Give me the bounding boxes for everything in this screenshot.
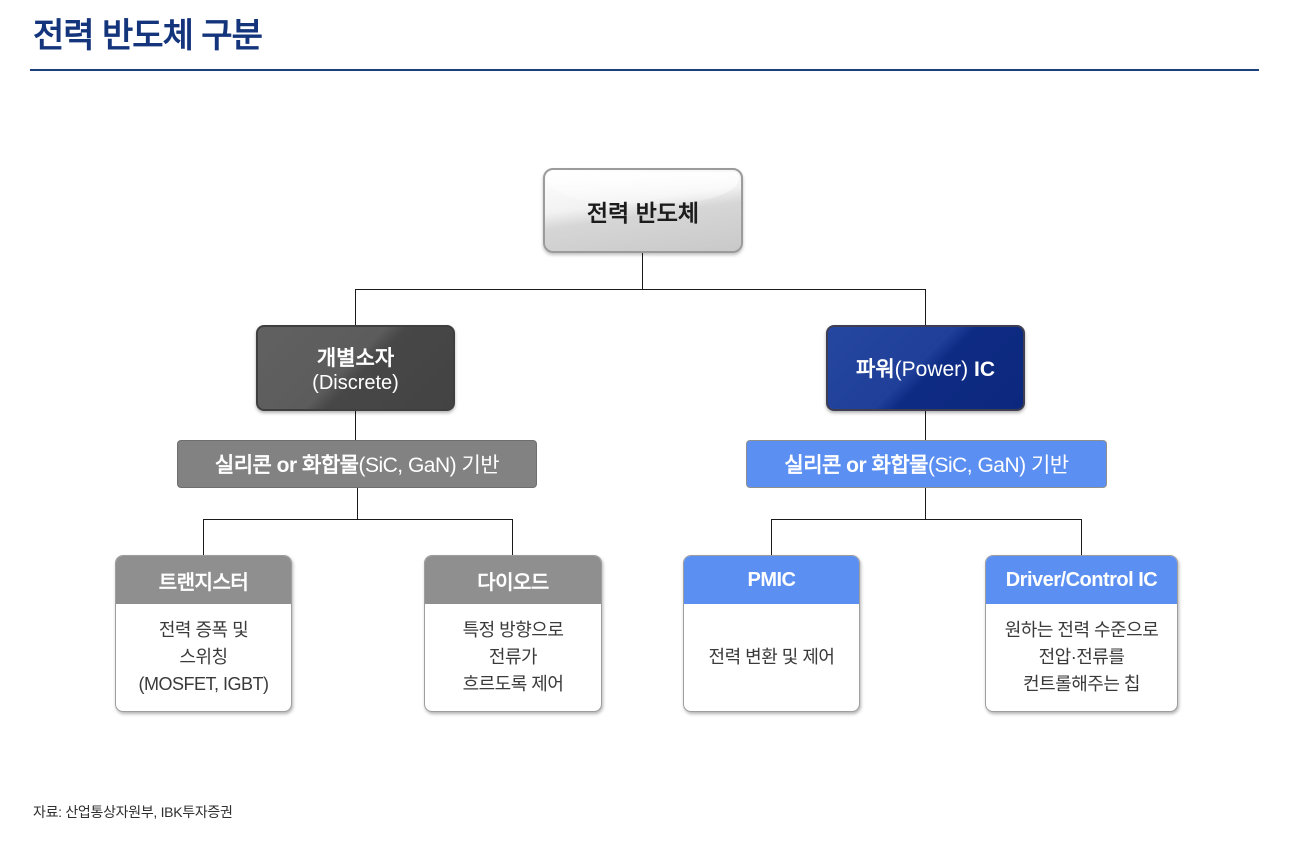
connector-right-to-bar <box>925 411 926 440</box>
connector-left-to-bar <box>355 411 356 440</box>
connector-leaf3-down <box>771 519 772 555</box>
connector-leaf2-down <box>512 519 513 555</box>
card-diode: 다이오드 특정 방향으로 전류가 흐르도록 제어 <box>424 555 602 712</box>
connector-left-bar-down <box>357 488 358 520</box>
card-pmic-body: 전력 변환 및 제어 <box>708 647 835 667</box>
node-power-semiconductor: 전력 반도체 <box>543 168 743 253</box>
bar-power-ic-material-label: 실리콘 or 화합물(SiC, GaN) 기반 <box>784 454 1069 477</box>
card-transistor: 트랜지스터 전력 증폭 및 스위칭 (MOSFET, IGBT) <box>115 555 292 712</box>
page-title: 전력 반도체 구분 <box>33 17 263 55</box>
bar-power-ic-material: 실리콘 or 화합물(SiC, GaN) 기반 <box>746 440 1107 488</box>
connector-root-down <box>642 253 643 290</box>
connector-left-node-down <box>355 289 356 326</box>
connector-right-node-down <box>925 289 926 326</box>
connector-top-horizontal <box>355 289 926 290</box>
node-power-ic: 파워(Power) IC <box>826 325 1025 411</box>
card-transistor-header: 트랜지스터 <box>116 556 291 604</box>
bar-discrete-material: 실리콘 or 화합물(SiC, GaN) 기반 <box>177 440 537 488</box>
card-driver-control-ic-header: Driver/Control IC <box>986 556 1177 604</box>
card-pmic-header: PMIC <box>684 556 859 604</box>
connector-right-horizontal <box>771 519 1082 520</box>
card-driver-control-ic: Driver/Control IC 원하는 전력 수준으로 전압·전류를 컨트롤… <box>985 555 1178 712</box>
node-discrete: 개별소자 (Discrete) <box>256 325 455 411</box>
card-diode-header: 다이오드 <box>425 556 601 604</box>
node-power-semiconductor-label: 전력 반도체 <box>586 199 700 226</box>
bar-discrete-material-label: 실리콘 or 화합물(SiC, GaN) 기반 <box>214 454 500 477</box>
card-diode-body: 특정 방향으로 전류가 흐르도록 제어 <box>462 620 564 694</box>
node-discrete-title: 개별소자 <box>316 346 395 370</box>
node-discrete-subtitle: (Discrete) <box>312 371 399 394</box>
card-transistor-body: 전력 증폭 및 스위칭 (MOSFET, IGBT) <box>138 620 270 694</box>
card-pmic: PMIC 전력 변환 및 제어 <box>683 555 860 712</box>
connector-right-bar-down <box>925 488 926 520</box>
connector-leaf4-down <box>1081 519 1082 555</box>
card-driver-control-ic-body: 원하는 전력 수준으로 전압·전류를 컨트롤해주는 칩 <box>1004 620 1159 694</box>
connector-leaf1-down <box>203 519 204 555</box>
source-note: 자료: 산업통상자원부, IBK투자증권 <box>33 804 233 820</box>
title-underline <box>30 69 1259 71</box>
node-power-ic-label: 파워(Power) IC <box>856 358 995 381</box>
connector-left-horizontal <box>203 519 513 520</box>
